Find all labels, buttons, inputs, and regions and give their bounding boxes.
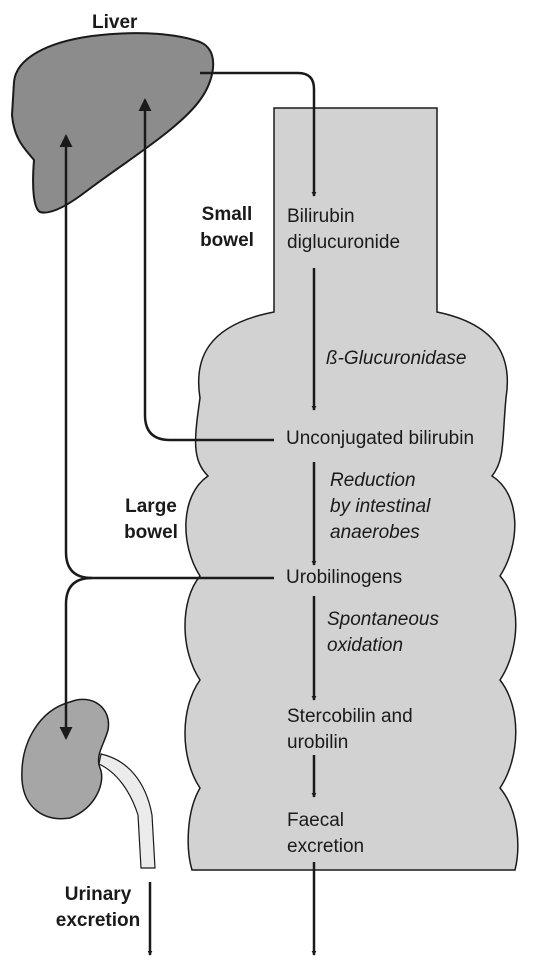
bilirubin-diglucuronide-line2: diglucuronide	[287, 232, 401, 253]
faecal-excretion-line2: excretion	[287, 836, 365, 857]
kidney-shape	[21, 698, 110, 820]
large-bowel-label-line1: Large	[125, 496, 177, 517]
urobilinogen-to-kidney-arrow	[59, 576, 93, 740]
glucuronidase-label: ß-Glucuronidase	[326, 348, 467, 369]
faecal-excretion-line1: Faecal	[287, 810, 345, 831]
small-bowel-label: Small bowel	[192, 202, 262, 254]
large-bowel-label: Large bowel	[114, 494, 188, 546]
bowel-shape	[184, 107, 519, 871]
stercobilin-urobilin-label: Stercobilin and urobilin	[287, 704, 413, 756]
liver-label: Liver	[92, 12, 138, 33]
stercobilin-urobilin-line2: urobilin	[287, 732, 349, 753]
unconjugated-bilirubin-label: Unconjugated bilirubin	[286, 428, 475, 449]
urinary-excretion-label-line1: Urinary	[64, 884, 132, 905]
large-bowel-label-line2: bowel	[124, 522, 178, 543]
liver-to-bowel-arrow	[200, 71, 317, 197]
unconjugated-enterohepatic-arrow	[138, 98, 274, 442]
ureter-shape	[98, 753, 156, 869]
oxidation-label: Spontaneous oxidation	[327, 607, 439, 659]
oxidation-line1: Spontaneous	[327, 609, 439, 630]
small-bowel-label-line2: bowel	[200, 230, 254, 251]
reduction-line2: by intestinal	[330, 496, 431, 517]
urinary-excretion-label: Urinary excretion	[50, 882, 146, 934]
small-bowel-label-line1: Small	[201, 204, 253, 225]
urinary-excretion-label-line2: excretion	[55, 910, 141, 931]
reduction-line3: anaerobes	[330, 522, 420, 543]
liver-shape	[10, 32, 215, 214]
oxidation-line2: oxidation	[327, 635, 404, 656]
reduction-line1: Reduction	[330, 470, 416, 491]
urobilinogens-label: Urobilinogens	[286, 567, 403, 588]
bilirubin-diglucuronide-line1: Bilirubin	[287, 206, 355, 227]
bilirubin-diglucuronide-label: Bilirubin diglucuronide	[287, 204, 400, 256]
faecal-excretion-label: Faecal excretion	[287, 808, 364, 860]
stercobilin-urobilin-line1: Stercobilin and	[287, 706, 413, 727]
reduction-label: Reduction by intestinal anaerobes	[330, 468, 430, 546]
